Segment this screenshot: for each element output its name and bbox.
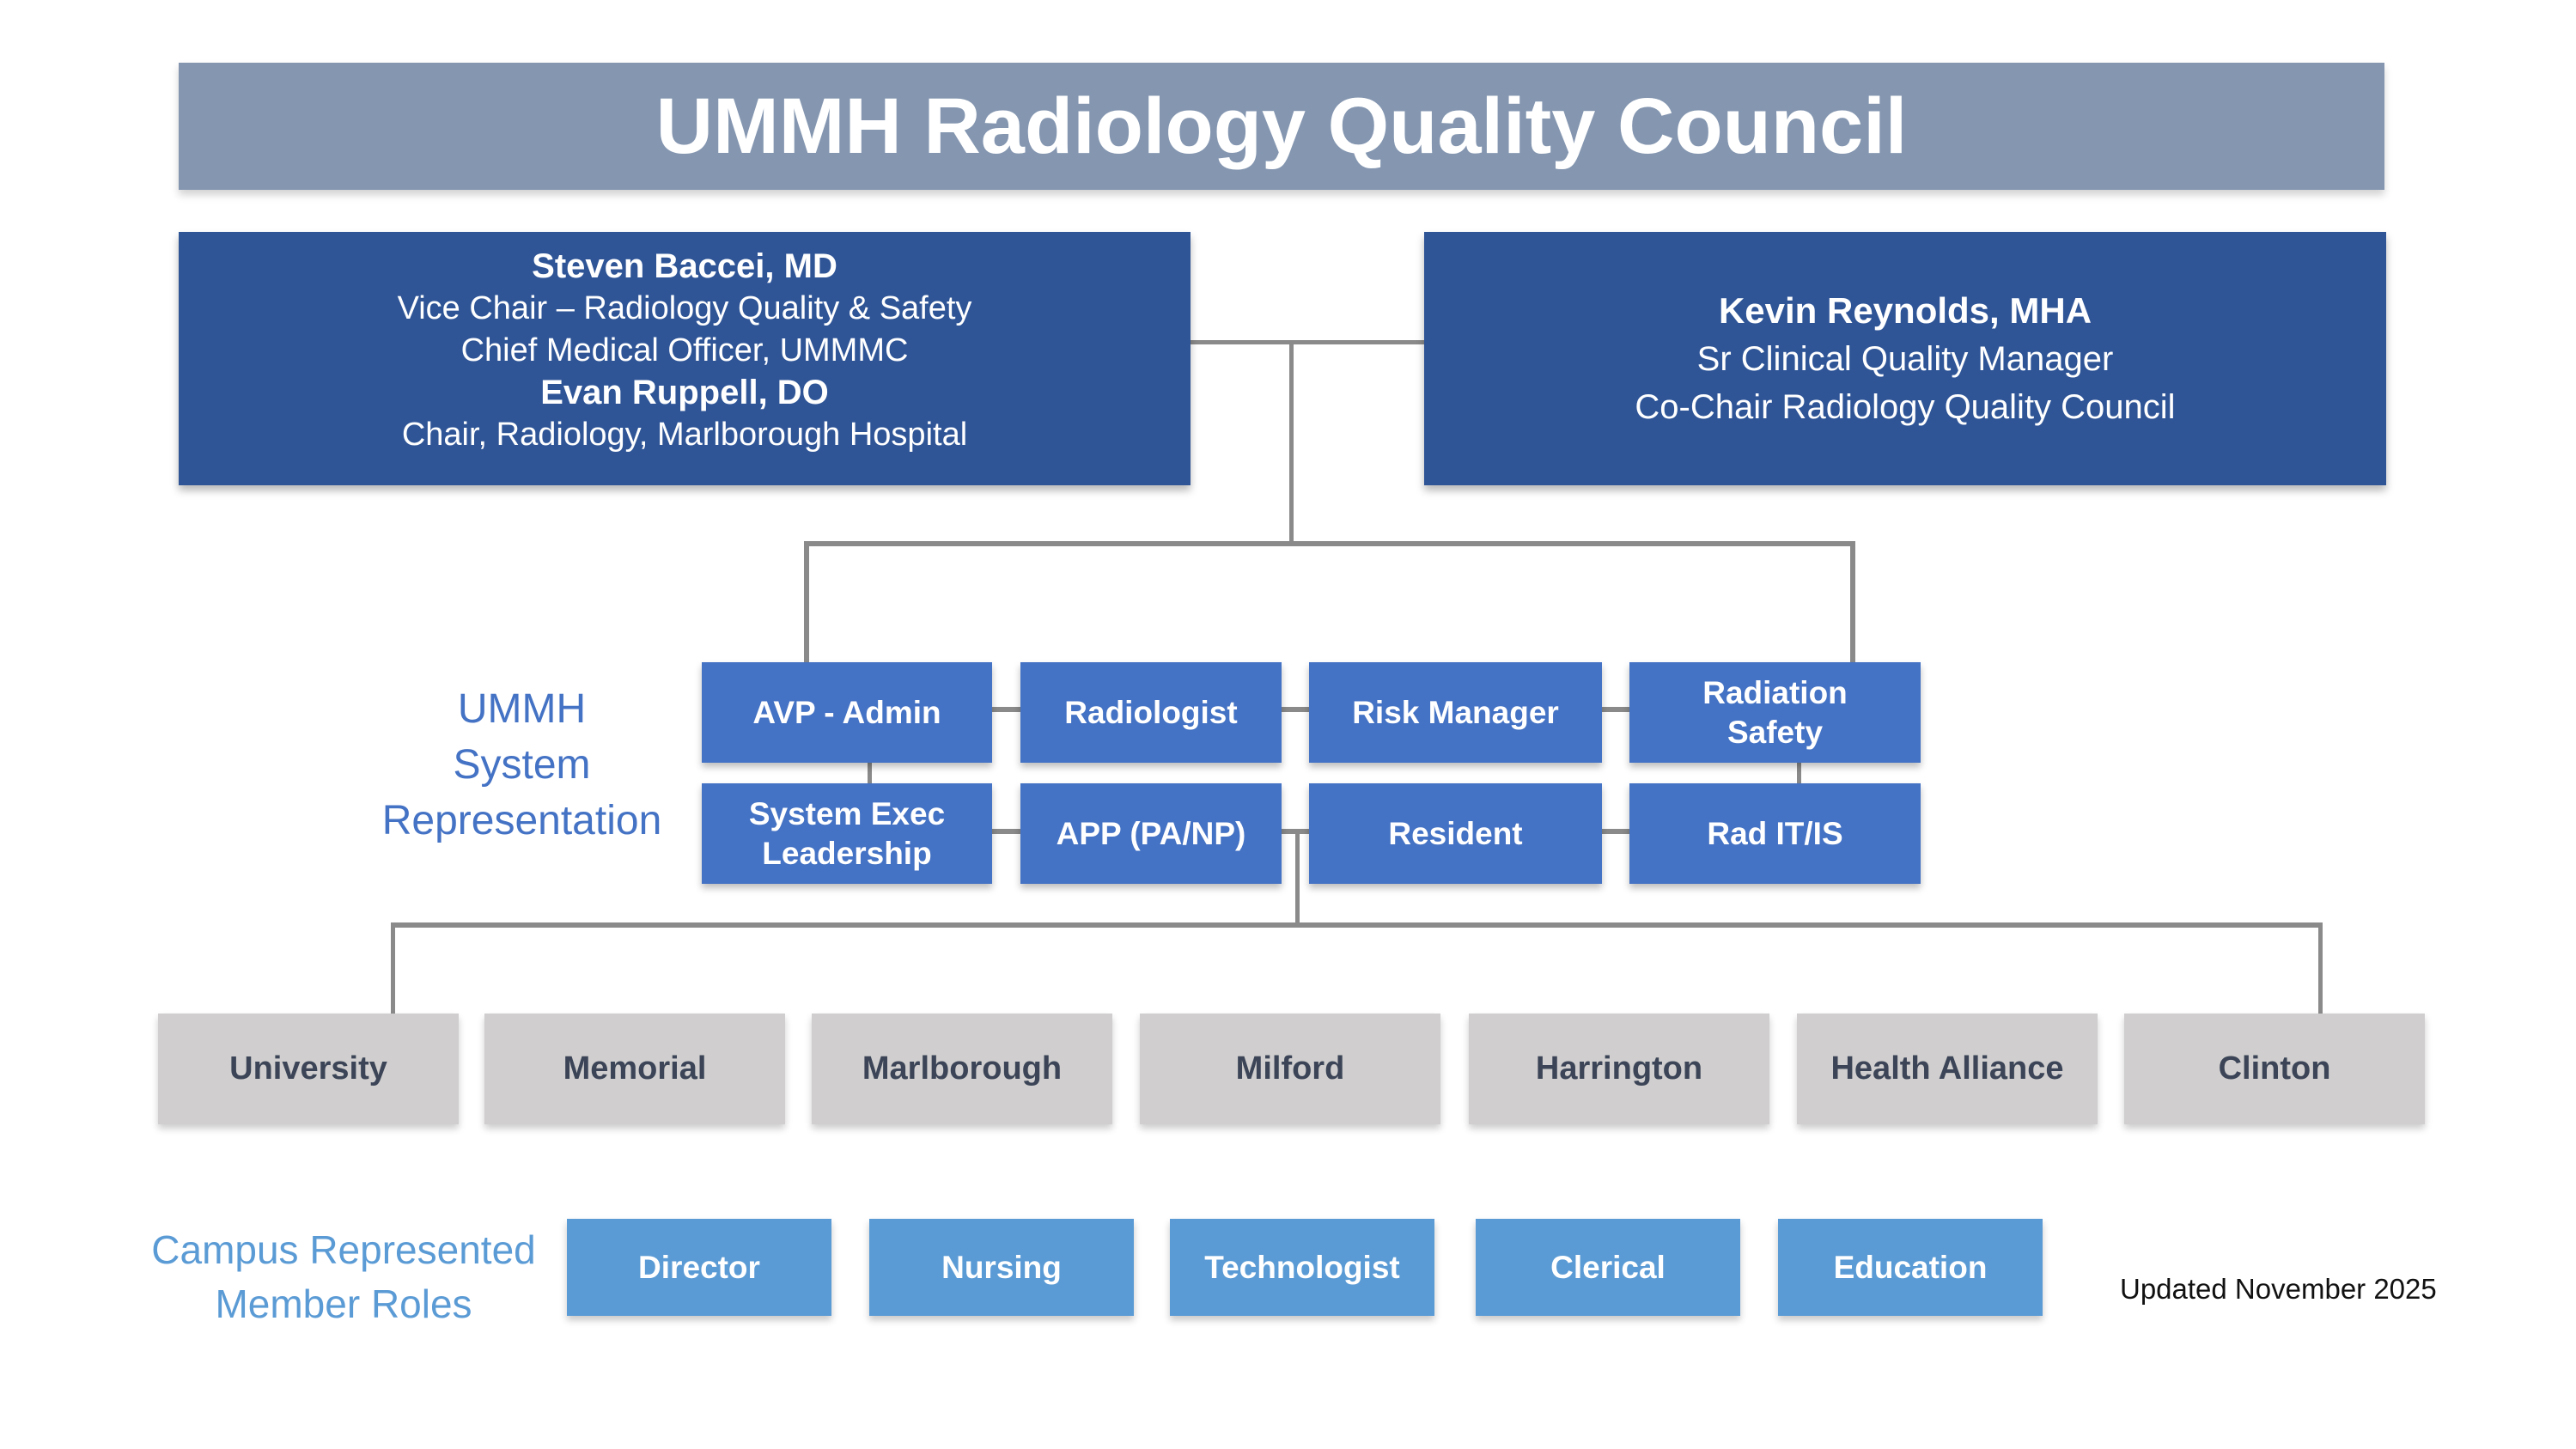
connector-line — [1602, 707, 1629, 712]
connector-line — [1282, 707, 1309, 712]
connector-line — [1295, 831, 1300, 925]
box-label: Education — [1833, 1249, 1988, 1285]
label-line: Member Roles — [215, 1282, 472, 1326]
role-box-nursing: Nursing — [869, 1219, 1134, 1316]
box-resident: Resident — [1309, 783, 1602, 884]
box-radiologist: Radiologist — [1020, 662, 1282, 763]
campus-box-health-alliance: Health Alliance — [1797, 1014, 2098, 1124]
person-role: Co-Chair Radiology Quality Council — [1635, 387, 2176, 426]
connector-line — [868, 761, 872, 785]
updated-date: Updated November 2025 — [2120, 1273, 2437, 1305]
role-box-technologist: Technologist — [1170, 1219, 1434, 1316]
campus-box-harrington: Harrington — [1469, 1014, 1769, 1124]
connector-line — [1850, 541, 1855, 664]
box-label: AVP - Admin — [752, 694, 941, 730]
connector-line — [1797, 761, 1801, 785]
connector-line — [992, 707, 1020, 712]
box-label: Clinton — [2218, 1050, 2331, 1087]
person-role: Sr Clinical Quality Manager — [1696, 339, 2114, 378]
person-role: Chief Medical Officer, UMMMC — [460, 332, 909, 368]
box-label: Clerical — [1550, 1249, 1666, 1285]
campus-box-university: University — [158, 1014, 459, 1124]
campus-box-marlborough: Marlborough — [812, 1014, 1112, 1124]
box-label: Technologist — [1204, 1249, 1400, 1285]
box-label: APP (PA/NP) — [1056, 815, 1246, 851]
person-name: Kevin Reynolds, MHA — [1718, 289, 2092, 331]
box-label: Rad IT/IS — [1707, 815, 1843, 851]
campus-box-milford: Milford — [1140, 1014, 1440, 1124]
label-line: System — [453, 742, 591, 788]
box-avp-admin: AVP - Admin — [702, 662, 992, 763]
box-label: Resident — [1388, 815, 1523, 851]
box-label: Marlborough — [862, 1050, 1063, 1087]
chair-box-vice-chair: Steven Baccei, MD Vice Chair – Radiology… — [179, 232, 1191, 485]
box-app-pa-np: APP (PA/NP) — [1020, 783, 1282, 884]
connector-line — [2318, 922, 2323, 1014]
box-label: Nursing — [941, 1249, 1062, 1285]
box-label: Health Alliance — [1830, 1050, 2064, 1087]
role-box-clerical: Clerical — [1476, 1219, 1740, 1316]
box-label: Memorial — [563, 1050, 707, 1087]
page-title-bar: UMMH Radiology Quality Council — [179, 63, 2384, 190]
box-radiation-safety: Radiation Safety — [1629, 662, 1921, 763]
connector-line — [1289, 340, 1294, 546]
box-label: Radiation Safety — [1702, 674, 1848, 750]
box-label: University — [229, 1050, 387, 1087]
person-name: Steven Baccei, MD — [532, 247, 837, 285]
campus-box-clinton: Clinton — [2124, 1014, 2425, 1124]
connector-line — [804, 541, 809, 662]
box-label: System Exec Leadership — [748, 795, 946, 871]
box-label: Radiologist — [1064, 694, 1238, 730]
label-line: UMMH — [457, 686, 587, 732]
box-risk-manager: Risk Manager — [1309, 662, 1602, 763]
box-label: Milford — [1235, 1050, 1345, 1087]
connector-line — [1602, 829, 1629, 834]
box-label: Director — [638, 1249, 760, 1285]
chair-box-co-chair: Kevin Reynolds, MHA Sr Clinical Quality … — [1424, 232, 2386, 485]
connector-line — [391, 922, 2323, 928]
role-box-education: Education — [1778, 1219, 2043, 1316]
label-line: Campus Represented — [151, 1227, 536, 1272]
connector-line — [992, 829, 1020, 834]
person-role: Vice Chair – Radiology Quality & Safety — [397, 290, 972, 326]
box-label: Risk Manager — [1352, 694, 1559, 730]
label-line: Representation — [381, 798, 662, 843]
role-box-director: Director — [567, 1219, 831, 1316]
box-rad-it-is: Rad IT/IS — [1629, 783, 1921, 884]
member-roles-label: Campus Represented Member Roles — [137, 1223, 550, 1331]
page-title: UMMH Radiology Quality Council — [655, 82, 1908, 170]
system-representation-label: UMMH System Representation — [326, 681, 717, 849]
box-label: Harrington — [1535, 1050, 1703, 1087]
person-name: Evan Ruppell, DO — [540, 374, 829, 411]
connector-line — [391, 922, 395, 1014]
person-role: Chair, Radiology, Marlborough Hospital — [401, 417, 968, 453]
connector-line — [1191, 340, 1424, 344]
campus-box-memorial: Memorial — [484, 1014, 785, 1124]
box-system-exec-leadership: System Exec Leadership — [702, 783, 992, 884]
connector-line — [804, 541, 1855, 546]
